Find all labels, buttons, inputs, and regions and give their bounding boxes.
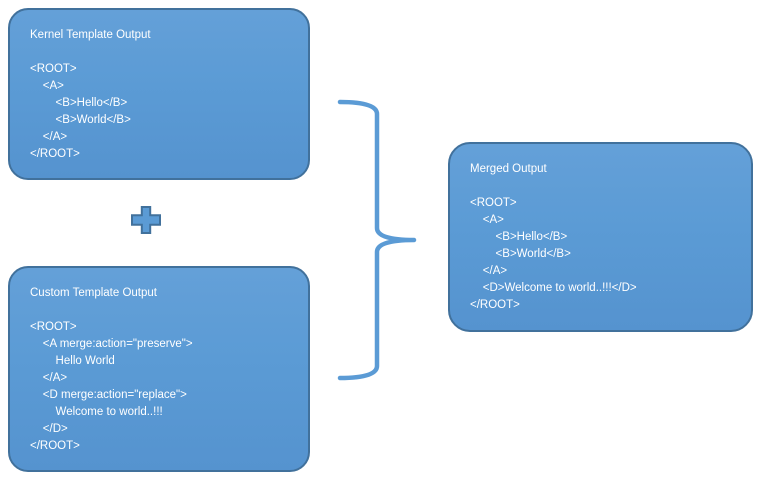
custom-box-title: Custom Template Output bbox=[30, 287, 157, 299]
merged-output-box: Merged Output <ROOT> <A> <B>Hello</B> <B… bbox=[448, 142, 753, 332]
kernel-box-title: Kernel Template Output bbox=[30, 29, 151, 41]
kernel-xml-code: <ROOT> <A> <B>Hello</B> <B>World</B> </A… bbox=[30, 63, 131, 160]
custom-xml-code: <ROOT> <A merge:action="preserve"> Hello… bbox=[30, 321, 193, 452]
right-curly-brace-icon bbox=[337, 99, 417, 381]
kernel-template-output-box: Kernel Template Output <ROOT> <A> <B>Hel… bbox=[8, 8, 310, 180]
plus-icon bbox=[131, 206, 161, 234]
custom-template-output-box: Custom Template Output <ROOT> <A merge:a… bbox=[8, 266, 310, 472]
merged-xml-code: <ROOT> <A> <B>Hello</B> <B>World</B> </A… bbox=[470, 197, 637, 311]
merged-box-title: Merged Output bbox=[470, 163, 547, 175]
